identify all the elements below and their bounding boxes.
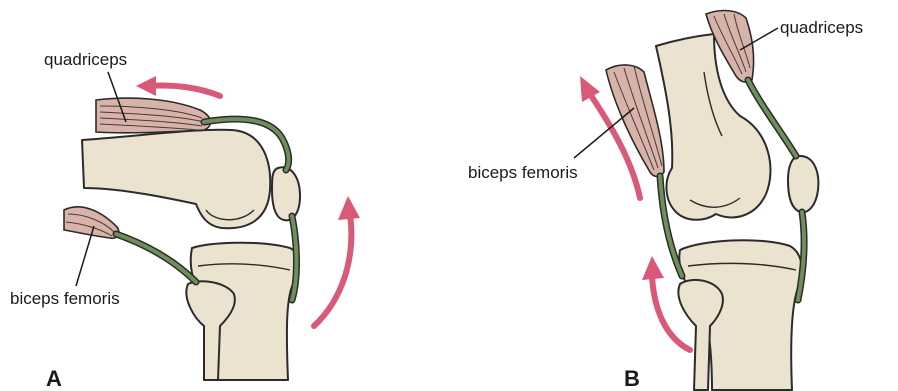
panel-b-patella bbox=[788, 156, 818, 212]
panel-a-quadriceps-pull-arrow bbox=[150, 85, 220, 96]
panel-a-label: A bbox=[46, 366, 62, 391]
panel-b-biceps-femoris-label: biceps femoris bbox=[468, 163, 578, 182]
panel-a-quadriceps-arrowhead bbox=[136, 76, 156, 96]
panel-a-patella bbox=[272, 167, 300, 220]
panel-a-biceps-femoris-tendon-outline bbox=[116, 234, 196, 282]
panel-a-biceps-femoris-leader bbox=[76, 226, 94, 286]
panel-a-biceps-femoris-label: biceps femoris bbox=[10, 289, 120, 308]
panel-a-extension-arrowhead bbox=[338, 196, 360, 220]
panel-b: quadriceps biceps femoris B bbox=[468, 11, 863, 391]
panel-a: quadriceps biceps femoris A bbox=[10, 50, 360, 391]
panel-b-flexion-arrowhead bbox=[642, 256, 664, 280]
panel-b-quadriceps-label: quadriceps bbox=[780, 18, 863, 37]
panel-a-extension-arrow bbox=[314, 214, 351, 326]
panel-a-femur bbox=[82, 130, 270, 229]
panel-b-label: B bbox=[624, 366, 640, 391]
panel-a-quadriceps-label: quadriceps bbox=[44, 50, 127, 69]
